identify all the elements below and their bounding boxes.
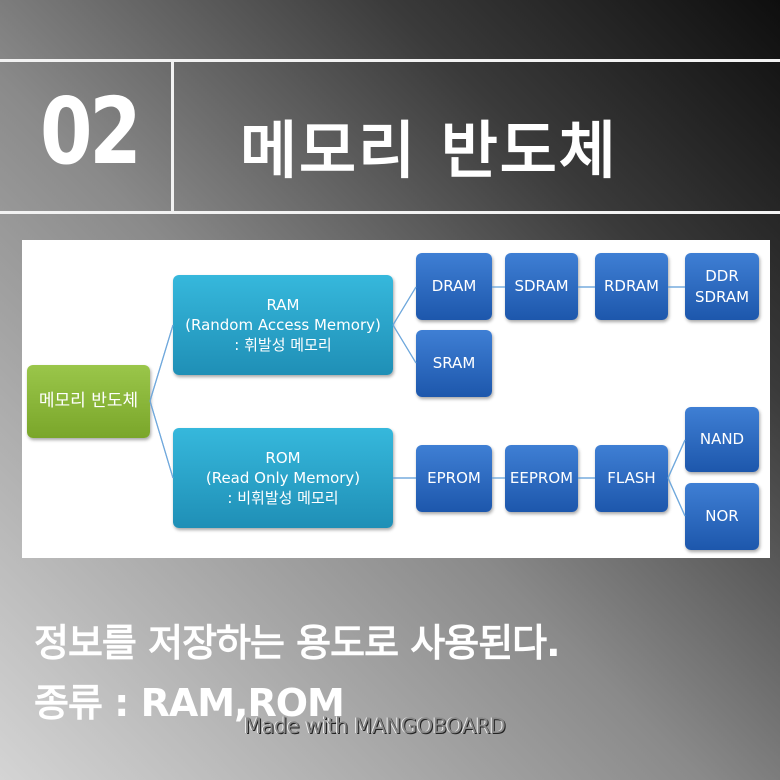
node-ram: RAM (Random Access Memory) : 휘발성 메모리 [173,275,393,375]
node-flash: FLASH [595,445,668,512]
node-label: SDRAM [694,287,750,306]
node-label: RDRAM [604,277,659,296]
node-memory-semiconductor: 메모리 반도체 [27,365,150,438]
node-nor: NOR [685,483,759,550]
page-title: 메모리 반도체 [240,114,618,187]
node-label: 메모리 반도체 [38,391,139,412]
node-label: FLASH [607,469,656,488]
node-eprom: EPROM [416,445,492,512]
node-label: : 휘발성 메모리 [234,336,332,355]
node-dram: DRAM [416,253,492,320]
node-rom: ROM (Read Only Memory) : 비휘발성 메모리 [173,428,393,528]
node-label: (Read Only Memory) [205,468,361,487]
node-label: DRAM [431,277,477,296]
node-label: ROM [265,448,301,467]
node-label: (Random Access Memory) [185,315,381,334]
node-label: EPROM [427,469,481,488]
node-eeprom: EEPROM [505,445,578,512]
header-top-rule [0,59,780,62]
node-label: NOR [705,507,739,526]
types-text: 종류 : RAM,ROM [34,681,345,725]
watermark: Made with MANGOBOARD [244,714,506,738]
header-bottom-rule [0,211,780,214]
section-number: 02 [40,78,142,185]
node-label: RAM [266,295,300,314]
node-label: NAND [699,430,745,449]
node-label: DDR [705,267,739,286]
node-label: : 비휘발성 메모리 [227,489,339,508]
node-label: SRAM [432,354,476,373]
node-rdram: RDRAM [595,253,668,320]
node-sram: SRAM [416,330,492,397]
header-divider [171,62,174,213]
node-nand: NAND [685,407,759,472]
node-sdram: SDRAM [505,253,578,320]
description-text: 정보를 저장하는 용도로 사용된다. [34,621,561,665]
node-label: SDRAM [514,277,569,296]
node-label: EEPROM [509,469,574,488]
